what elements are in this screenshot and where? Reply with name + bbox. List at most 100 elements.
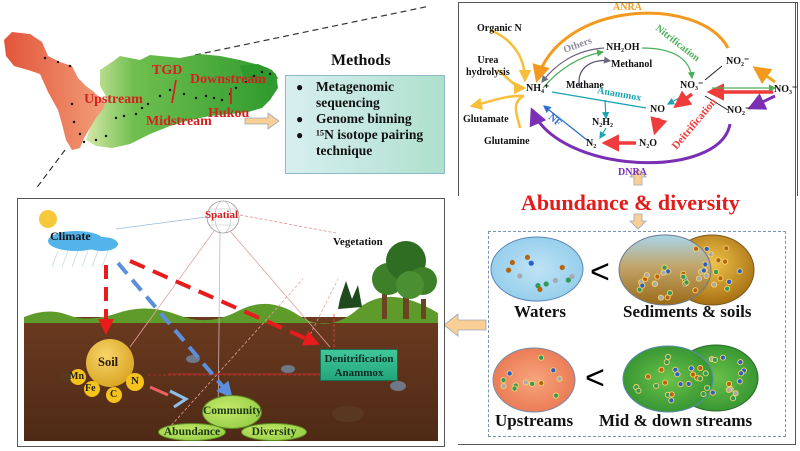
microbe-dot — [666, 289, 673, 297]
element-c — [106, 387, 122, 403]
methods-title: Methods — [331, 52, 391, 69]
element-n — [126, 373, 144, 391]
label-sediments-soils: Sediments & soils — [623, 302, 752, 321]
node-no3-mid: NO₃⁻ — [680, 80, 704, 91]
microbe-dot — [732, 390, 739, 397]
node-no3-right: NO₃⁻ — [774, 84, 798, 95]
microbe-dot — [726, 278, 733, 285]
microbe-dot — [643, 272, 650, 279]
climate-to-community-arrow — [116, 261, 233, 399]
microbe-dot — [703, 245, 710, 252]
community-label: Community — [203, 405, 262, 417]
element-fe — [84, 381, 100, 397]
diversity-label: Diversity — [251, 426, 297, 438]
microbe-dot — [509, 259, 515, 266]
headline-abundance-diversity: Abundance & diversity — [521, 190, 740, 215]
microbe-dot — [639, 282, 646, 289]
microbe-dot — [683, 279, 690, 286]
microbe-dot — [569, 273, 575, 280]
microbe-dot — [654, 273, 661, 280]
map-label-tgd: TGD — [152, 63, 183, 78]
microbe-dot — [651, 280, 659, 287]
node-n2o: N₂O — [639, 138, 657, 149]
c-label: C — [110, 389, 118, 400]
map-label-midstream: Midstream — [146, 114, 212, 129]
element-mn — [70, 369, 86, 385]
microbe-dot — [674, 371, 681, 378]
less-than-operator-1: < — [590, 253, 610, 291]
microbe-dot — [730, 395, 737, 402]
microbe-dot — [506, 370, 513, 377]
microbe-dot — [725, 386, 732, 393]
microbe-dot — [663, 359, 670, 366]
node-glutamate: Glutamate — [463, 114, 509, 125]
microbe-dot — [511, 385, 518, 392]
abundance-label: Abundance — [163, 426, 221, 438]
mn-label: Mn — [69, 371, 84, 382]
microbe-dot — [543, 281, 549, 287]
microbe-dot — [700, 267, 707, 274]
microbe-dot — [635, 387, 642, 394]
microbe-dot — [550, 367, 557, 374]
microbe-dot — [737, 359, 744, 366]
microbe-dot — [697, 365, 704, 372]
microbe-dot — [517, 273, 523, 279]
microbe-dot — [717, 275, 724, 282]
node-nh4: NH₄⁺ — [526, 83, 550, 94]
microbe-dot — [704, 384, 711, 392]
microbe-dot — [709, 389, 716, 396]
process-anra: ANRA — [613, 2, 642, 13]
microbe-dot — [680, 273, 687, 280]
arrow-up — [629, 168, 647, 186]
node-no2-bottom: NO₂⁻ — [727, 105, 751, 116]
process-box: Denitrification Anammox — [320, 349, 398, 381]
diversity-ellipse: Diversity — [241, 423, 307, 441]
spatial-label: Spatial — [205, 209, 239, 221]
map-label-upstream: Upstream — [84, 92, 143, 107]
microbe-dot — [723, 245, 730, 252]
microbe-dot — [500, 377, 507, 384]
microbe-dot — [528, 260, 534, 266]
community-ellipse: Community — [202, 395, 262, 429]
microbe-dot — [529, 380, 536, 387]
climate-to-process-arrow — [129, 259, 320, 346]
microbe-dot — [553, 392, 560, 399]
map-label-downstream: Downstream — [190, 72, 266, 87]
ecosystem-panel: Climate Spatial Vegetation Soil Mn Fe C … — [17, 198, 445, 447]
trees — [338, 241, 437, 319]
climate-icon — [39, 210, 118, 268]
vegetation-label: Vegetation — [333, 236, 383, 248]
climate-label: Climate — [50, 229, 91, 243]
process-denitrification: Denitrification — [324, 353, 394, 365]
waters-circle — [490, 236, 584, 302]
arrow-to-ecosystem — [443, 313, 487, 337]
microbe-dot — [719, 354, 726, 361]
microbe-dot — [653, 382, 660, 389]
microbe-dot — [700, 390, 707, 398]
soil-to-community-arrow — [169, 389, 189, 409]
label-waters: Waters — [514, 302, 566, 321]
microbe-dot — [712, 268, 720, 275]
label-upstreams: Upstreams — [495, 411, 574, 430]
ecosystem-illustration — [24, 200, 438, 441]
microbe-dot — [711, 356, 719, 363]
node-n2: N₂ — [586, 138, 597, 149]
comparison-panel — [488, 231, 786, 437]
microbe-dot — [736, 268, 743, 275]
microbe-dot — [724, 285, 731, 292]
node-no2-top: NO₂⁻ — [726, 56, 750, 67]
microbe-dot — [737, 370, 745, 377]
microbe-dot — [722, 258, 729, 265]
zoom-connector-bottom — [34, 149, 66, 191]
microbe-dot — [668, 397, 675, 404]
node-no: NO — [650, 104, 665, 115]
process-anammox: Anammox — [334, 367, 384, 379]
microbe-dot — [707, 251, 714, 258]
microbe-dot — [500, 383, 507, 390]
microbe-dot — [688, 365, 695, 372]
grass — [24, 296, 438, 324]
node-n2h2: N₂H₂ — [592, 117, 613, 128]
